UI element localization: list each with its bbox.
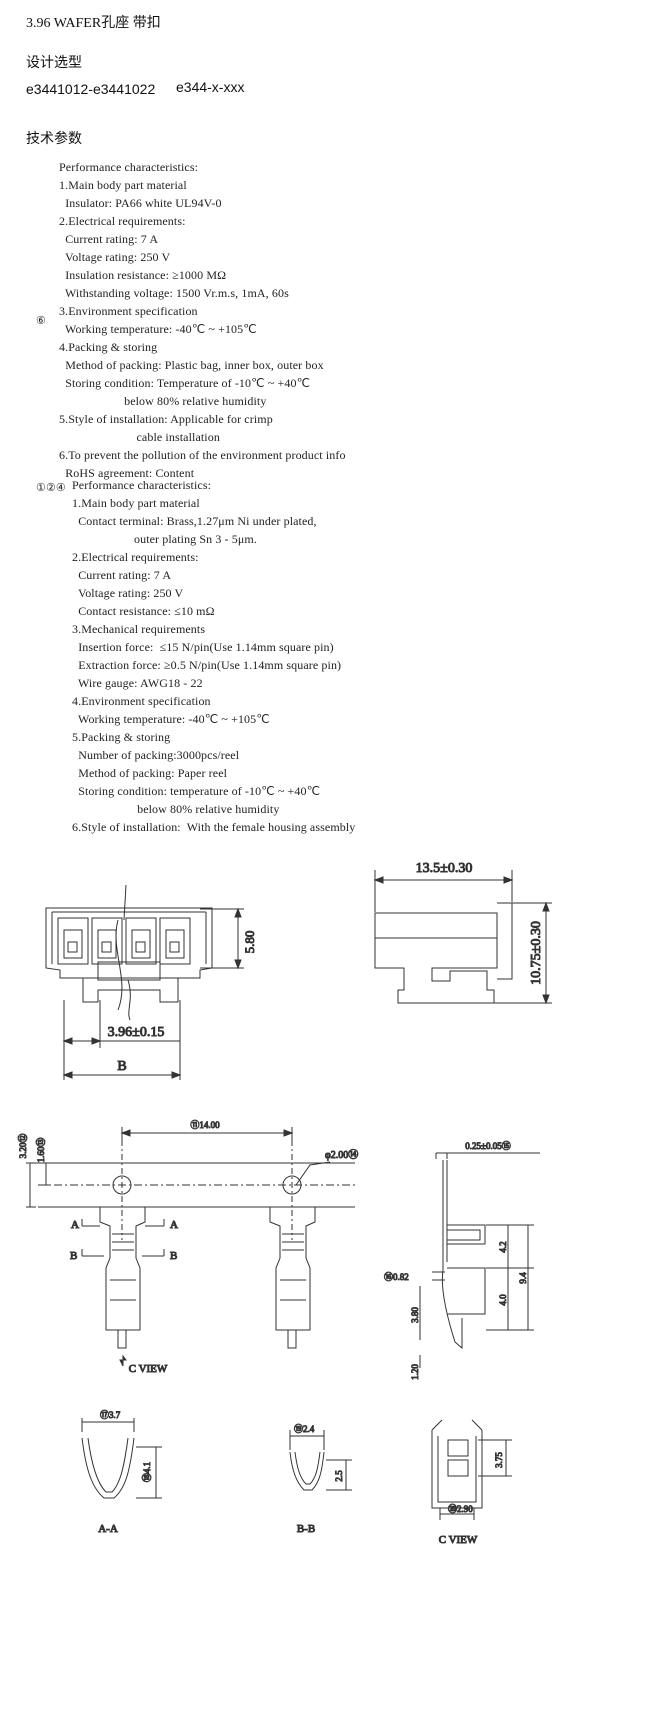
spec-b-line: Method of packing: Paper reel bbox=[72, 766, 228, 780]
dim-housing-side-height: 10.75±0.30 bbox=[529, 921, 544, 985]
spec-b-line: Voltage rating: 250 V bbox=[72, 586, 184, 600]
section-aa-label: A-A bbox=[98, 1523, 118, 1535]
dim-reel-hole: φ2.00⑭ bbox=[325, 1149, 358, 1161]
spec-b-line: 1.Main body part material bbox=[72, 496, 200, 510]
spec-a-line: below 80% relative humidity bbox=[59, 394, 267, 408]
spec-a-block: Performance characteristics: 1.Main body … bbox=[59, 158, 346, 482]
page-title: 3.96 WAFER孔座 带扣 bbox=[26, 16, 161, 31]
spec-a-line: cable installation bbox=[59, 430, 220, 444]
spec-a-line: 4.Packing & storing bbox=[59, 340, 158, 354]
cview-label: C VIEW bbox=[439, 1534, 478, 1546]
dim-terminal-6: 1.20 bbox=[410, 1364, 420, 1380]
spec-a-line: 5.Style of installation: Applicable for … bbox=[59, 412, 273, 426]
spec-b-block: Performance characteristics: 1.Main body … bbox=[72, 476, 355, 836]
dim-housing-b: B bbox=[117, 1059, 126, 1074]
section-b-right: B bbox=[170, 1250, 177, 1262]
dim-reel-pitch: ⑪14.00 bbox=[190, 1120, 220, 1130]
spec-a-line: 2.Electrical requirements: bbox=[59, 214, 186, 228]
spec-b-line: Performance characteristics: bbox=[72, 478, 212, 492]
spec-b-line: 2.Electrical requirements: bbox=[72, 550, 199, 564]
tech-heading: 技术参数 bbox=[26, 130, 82, 146]
section-b-left: B bbox=[70, 1250, 77, 1262]
spec-a-line: Voltage rating: 250 V bbox=[59, 250, 171, 264]
dim-reel-top1: 3.20⑫ bbox=[18, 1134, 28, 1159]
spec-b-line: 4.Environment specification bbox=[72, 694, 211, 708]
dim-housing-pitch: 3.96±0.15 bbox=[108, 1025, 165, 1040]
spec-a-line: Current rating: 7 A bbox=[59, 232, 159, 246]
dim-cview-width: ⑳2.90 bbox=[448, 1504, 473, 1514]
spec-b-marker: ①②④ bbox=[36, 482, 66, 494]
c-view bbox=[431, 1419, 512, 1520]
spec-a-line: 6.To prevent the pollution of the enviro… bbox=[59, 448, 346, 462]
dim-terminal-5: 3.80 bbox=[410, 1307, 420, 1323]
spec-a-line: Withstanding voltage: 1500 Vr.m.s, 1mA, … bbox=[59, 286, 289, 300]
terminal-reel bbox=[26, 1127, 355, 1367]
spec-b-line: 6.Style of installation: With the female… bbox=[72, 820, 356, 834]
spec-b-line: 3.Mechanical requirements bbox=[72, 622, 206, 636]
dim-terminal-1: 4.2 bbox=[498, 1241, 508, 1252]
spec-a-line: Insulation resistance: ≥1000 MΩ bbox=[59, 268, 227, 282]
spec-b-line: Extraction force: ≥0.5 N/pin(Use 1.14mm … bbox=[72, 658, 342, 672]
design-heading: 设计选型 bbox=[26, 54, 82, 70]
dim-housing-height: 5.80 bbox=[242, 931, 257, 954]
dim-cview-height: 3.75 bbox=[494, 1452, 504, 1468]
dim-aa-height: ⑱4.1 bbox=[142, 1462, 152, 1482]
dim-housing-length: 13.5±0.30 bbox=[416, 861, 473, 876]
spec-a-line: Method of packing: Plastic bag, inner bo… bbox=[59, 358, 324, 372]
terminal-side-view bbox=[419, 1152, 540, 1368]
spec-a-line: Storing condition: Temperature of -10℃ ~… bbox=[59, 376, 311, 390]
spec-b-line: below 80% relative humidity bbox=[72, 802, 280, 816]
spec-a-line: RoHS agreement: Content bbox=[59, 466, 195, 480]
dim-reel-top2: 1.60⑬ bbox=[36, 1138, 46, 1163]
part-number-range: e3441012-e3441022 bbox=[26, 81, 156, 97]
spec-b-line: Working temperature: -40℃ ~ +105℃ bbox=[72, 712, 270, 726]
section-bb bbox=[289, 1430, 352, 1491]
spec-b-line: Number of packing:3000pcs/reel bbox=[72, 748, 240, 762]
section-a-right: A bbox=[170, 1219, 178, 1231]
dim-terminal-4: ⑯0.82 bbox=[384, 1272, 409, 1282]
dim-bb-height: 2.5 bbox=[334, 1470, 344, 1482]
spec-b-line: outer plating Sn 3 - 5μm. bbox=[72, 532, 257, 546]
dim-aa-width: ⑰3.7 bbox=[100, 1410, 121, 1420]
section-aa bbox=[81, 1418, 162, 1499]
spec-a-line: 1.Main body part material bbox=[59, 178, 187, 192]
dim-terminal-3: 4.0 bbox=[498, 1294, 508, 1306]
section-a-left: A bbox=[71, 1219, 79, 1231]
spec-b-line: Current rating: 7 A bbox=[72, 568, 172, 582]
spec-b-line: Insertion force: ≤15 N/pin(Use 1.14mm sq… bbox=[72, 640, 334, 654]
spec-b-line: Wire gauge: AWG18 - 22 bbox=[72, 676, 203, 690]
reel-c-view-label: C VIEW bbox=[129, 1363, 168, 1375]
spec-a-marker: ⑥ bbox=[36, 315, 46, 327]
spec-b-line: Contact resistance: ≤10 mΩ bbox=[72, 604, 215, 618]
spec-a-line: Performance characteristics: bbox=[59, 160, 199, 174]
spec-b-line: Storing condition: temperature of -10℃ ~… bbox=[72, 784, 321, 798]
dim-bb-width: ⑲2.4 bbox=[294, 1424, 315, 1434]
housing-side-view bbox=[373, 870, 552, 1005]
spec-b-line: 5.Packing & storing bbox=[72, 730, 171, 744]
spec-a-line: Working temperature: -40℃ ~ +105℃ bbox=[59, 322, 257, 336]
spec-b-line: Contact terminal: Brass,1.27μm Ni under … bbox=[72, 514, 317, 528]
section-bb-label: B-B bbox=[297, 1523, 315, 1535]
spec-a-line: Insulator: PA66 white UL94V-0 bbox=[59, 196, 222, 210]
housing-front-view bbox=[45, 884, 244, 1080]
dim-terminal-thickness: 0.25±0.05⑮ bbox=[465, 1141, 510, 1151]
spec-a-line: 3.Environment specification bbox=[59, 304, 198, 318]
part-number-pattern: e344-x-xxx bbox=[176, 79, 245, 95]
dim-terminal-2: 9.4 bbox=[518, 1272, 528, 1284]
